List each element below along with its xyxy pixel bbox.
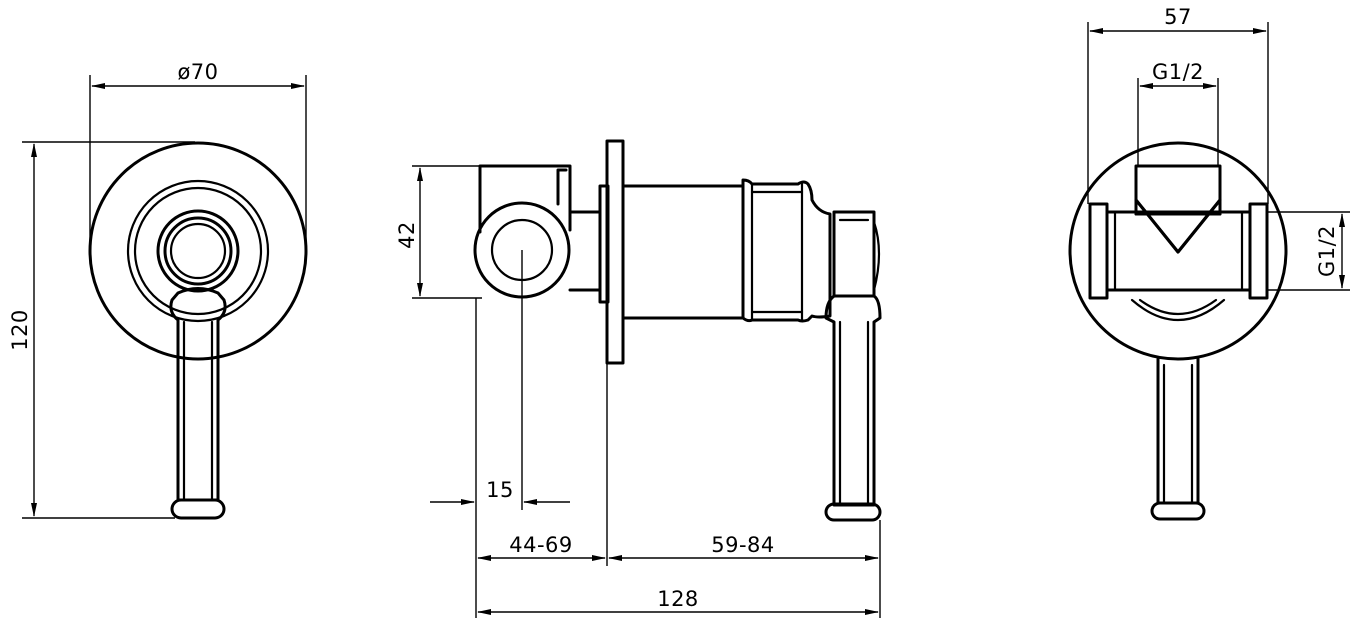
side-view: 42 15 44-69 59-84 128 — [393, 139, 882, 618]
total-length-label: 128 — [657, 587, 699, 611]
back-dimension-thread-side: G1/2 — [1267, 211, 1350, 291]
side-cartridge-body — [621, 178, 832, 323]
back-view: 57 G1/2 G1/2 — [1068, 3, 1350, 521]
side-dimension-15: 15 — [430, 250, 570, 618]
side-dimension-ranges: 44-69 59-84 128 — [477, 363, 881, 618]
thread-side-label: G1/2 — [1315, 225, 1339, 277]
front-view: ø70 120 — [6, 58, 308, 520]
back-rosette — [1068, 141, 1288, 361]
back-tee-fitting — [1088, 164, 1269, 300]
front-lever-handle — [169, 287, 227, 520]
front-rosette — [88, 141, 308, 361]
side-rosette-plate — [598, 139, 625, 365]
side-dimension-42: 42 — [393, 165, 482, 299]
side-lever-handle — [824, 210, 882, 522]
offset-label: 15 — [486, 478, 514, 502]
range-right-label: 59-84 — [711, 533, 775, 557]
height-label: 120 — [8, 309, 32, 351]
range-left-label: 44-69 — [509, 533, 573, 557]
front-dimension-height: 120 — [6, 141, 195, 519]
thread-top-label: G1/2 — [1152, 60, 1204, 84]
back-dimension-57: 57 — [1087, 3, 1269, 204]
front-dimension-diameter: ø70 — [89, 58, 307, 250]
side-inlet-body — [473, 164, 602, 299]
diameter-label: ø70 — [177, 60, 218, 84]
width-label: 57 — [1164, 5, 1192, 29]
side-height-label: 42 — [395, 221, 419, 249]
back-dimension-thread-top: G1/2 — [1137, 58, 1219, 166]
back-lever-handle — [1150, 357, 1206, 521]
